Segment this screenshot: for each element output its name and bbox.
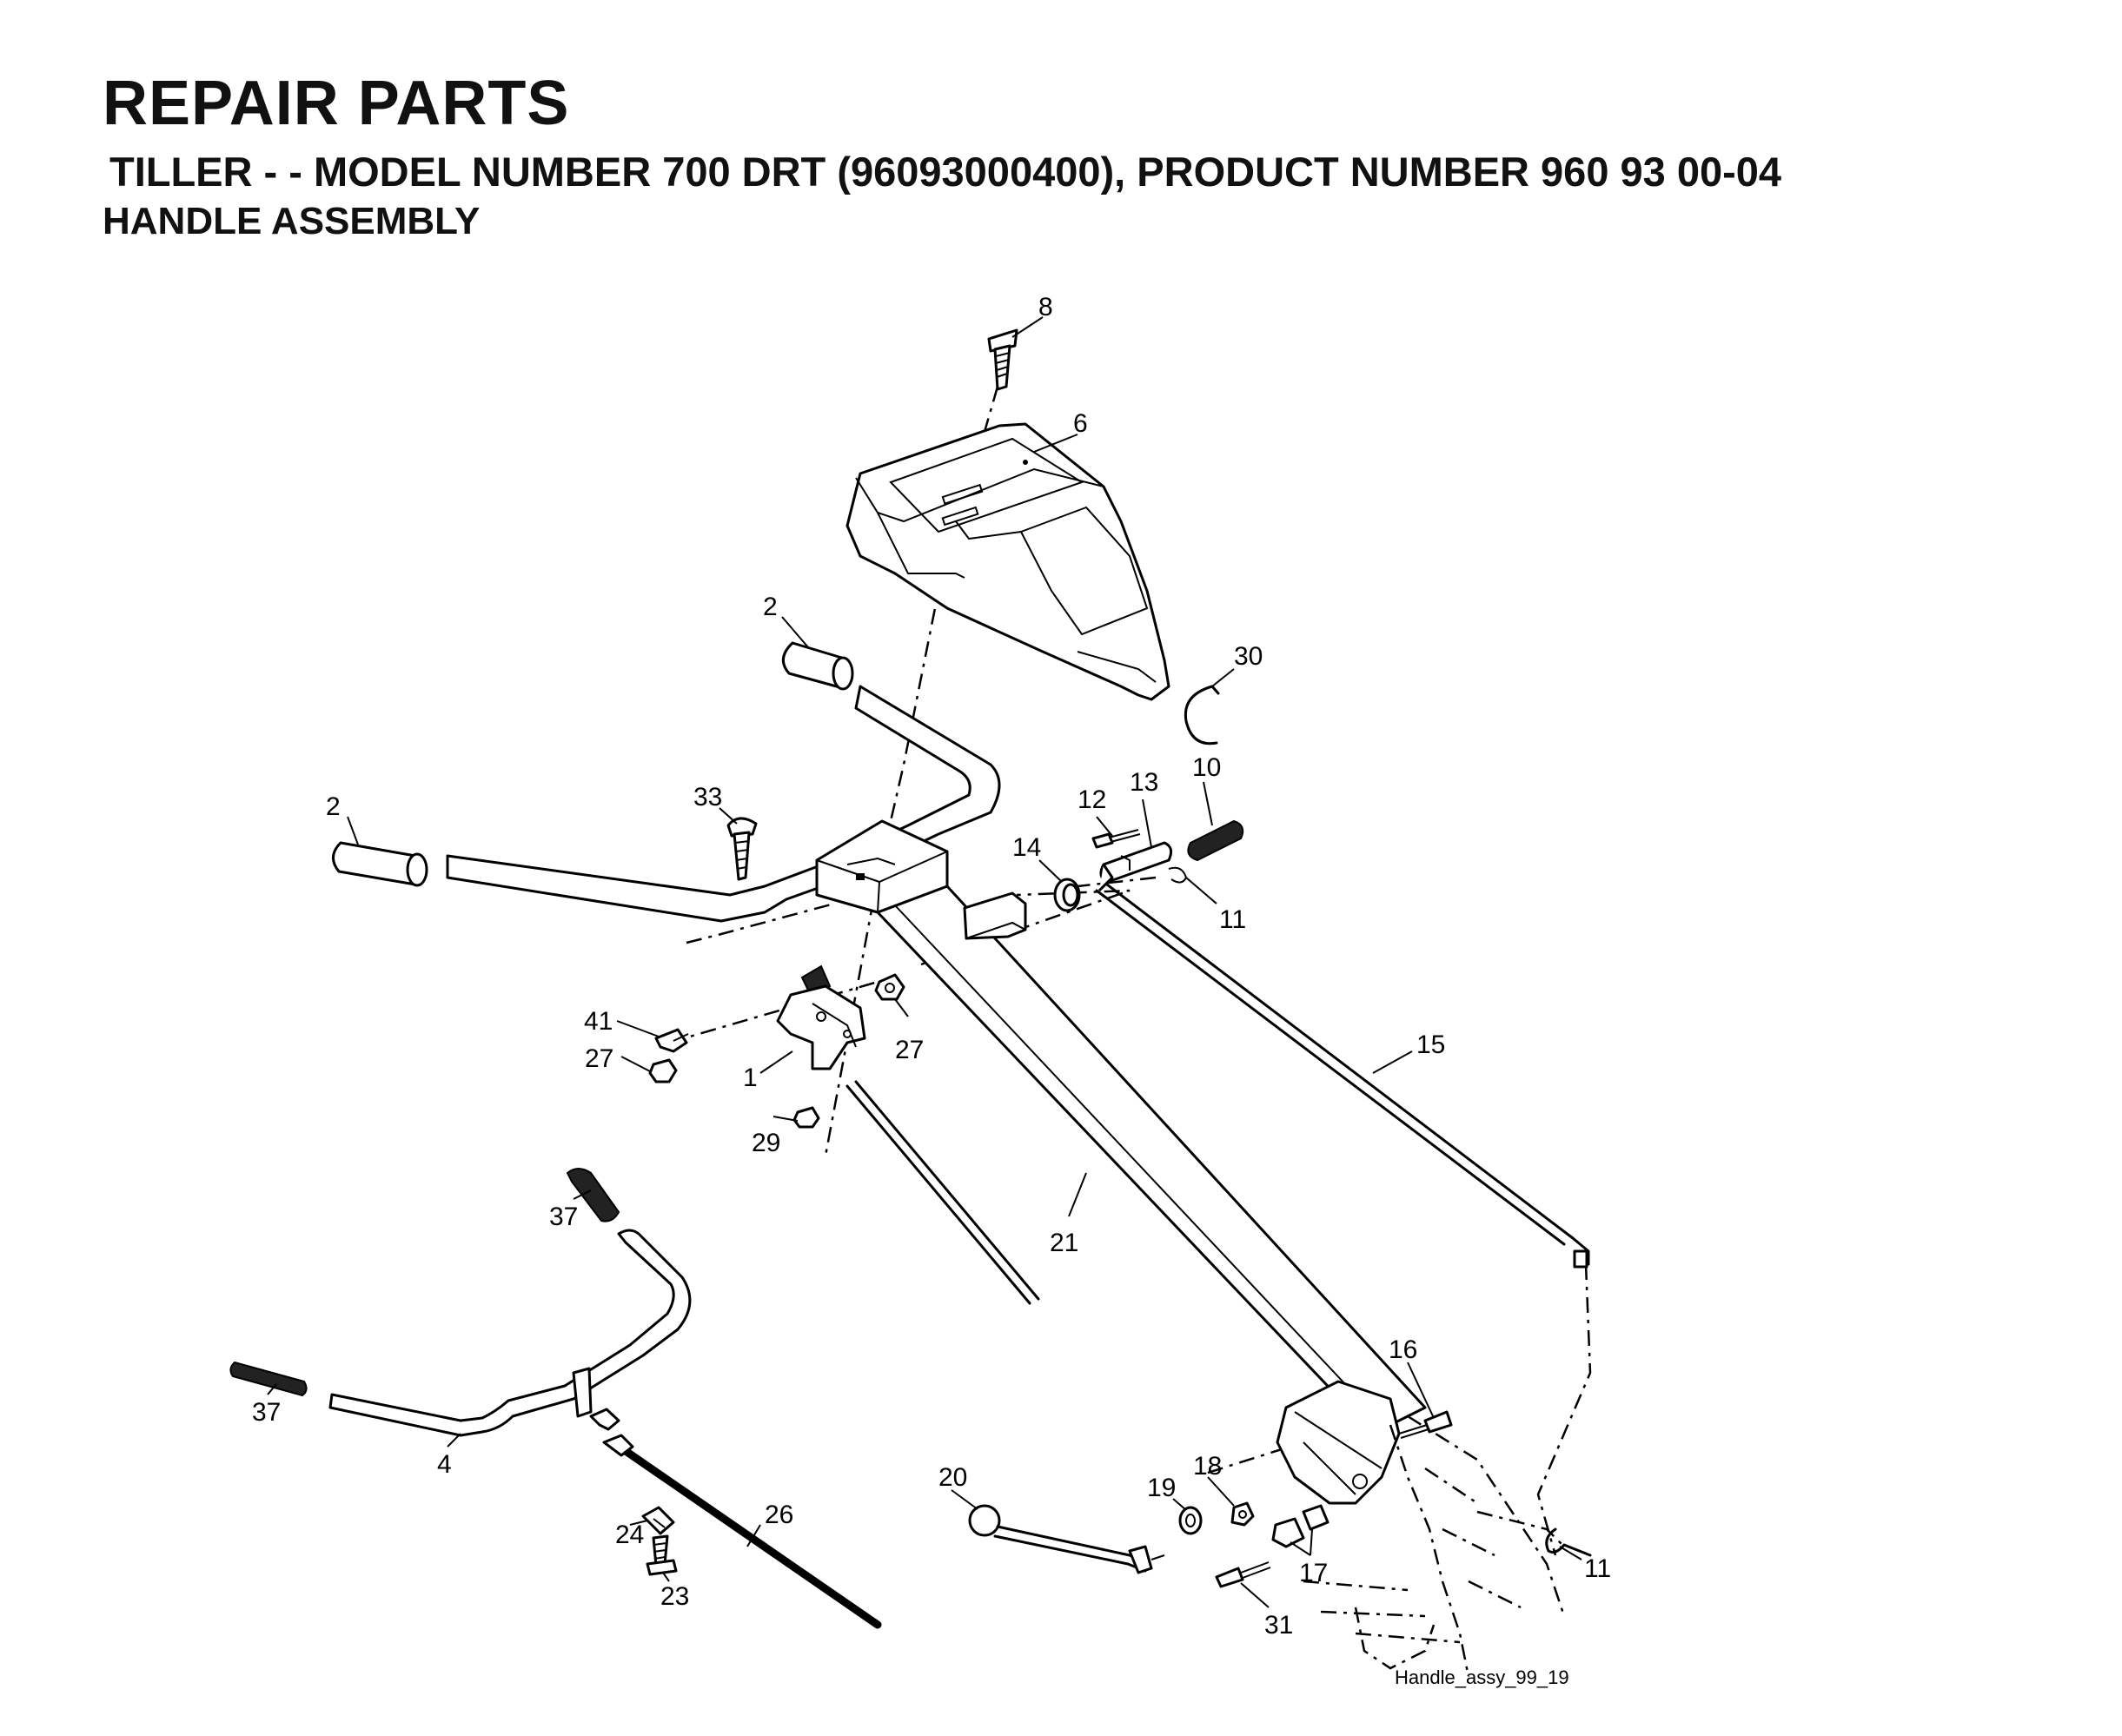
callout-30: 30 (1234, 642, 1263, 671)
control-panel-cover (845, 422, 1170, 701)
ring-clip-30 (1184, 685, 1220, 745)
shift-lever-group (1053, 819, 1244, 912)
callout-27-left: 27 (585, 1044, 613, 1073)
callout-labels: 8 6 2 30 2 33 12 13 10 14 11 41 27 27 1 … (252, 293, 1611, 1640)
carriage-bolt-33 (726, 817, 758, 881)
callout-26: 26 (765, 1501, 793, 1529)
callout-19: 19 (1147, 1474, 1176, 1502)
tiller-frame-outline (1303, 1415, 1566, 1678)
model-subtitle: TILLER - - MODEL NUMBER 700 DRT (9609300… (109, 149, 1782, 195)
callout-10: 10 (1192, 753, 1221, 782)
callout-27-right: 27 (895, 1036, 924, 1064)
leader-lines (267, 316, 1582, 1608)
callout-15: 15 (1416, 1030, 1445, 1059)
callout-2-left: 2 (326, 792, 341, 821)
callout-1: 1 (743, 1063, 758, 1092)
nut-18 (1230, 1501, 1255, 1527)
callout-2-upper: 2 (763, 593, 778, 621)
main-handle-tube-21 (815, 819, 1427, 1505)
selector-lever-20 (968, 1504, 1165, 1574)
bolt-23 (646, 1534, 678, 1576)
callout-11-lower: 11 (1584, 1554, 1611, 1583)
callout-13: 13 (1130, 768, 1158, 797)
control-bracket-1 (776, 964, 1040, 1305)
callout-6: 6 (1073, 409, 1088, 438)
callout-8: 8 (1038, 293, 1053, 321)
callout-37-lower: 37 (252, 1398, 281, 1427)
callout-17: 17 (1299, 1559, 1328, 1587)
callout-29: 29 (752, 1129, 780, 1157)
washer-19 (1178, 1506, 1203, 1535)
page-title: REPAIR PARTS (103, 69, 570, 138)
callout-20: 20 (938, 1463, 967, 1492)
cable-clip-24 (641, 1506, 675, 1535)
callout-4: 4 (437, 1450, 452, 1479)
diagram-caption: Handle_assy_99_19 (1395, 1666, 1569, 1688)
callout-18: 18 (1193, 1452, 1222, 1481)
callout-11-upper: 11 (1219, 905, 1246, 934)
clutch-cable-26 (602, 1434, 882, 1629)
bushing-17 (1271, 1504, 1330, 1548)
callout-24: 24 (615, 1521, 644, 1549)
section-title: HANDLE ASSEMBLY (103, 200, 481, 242)
bolt-31 (1215, 1561, 1271, 1588)
callout-23: 23 (660, 1582, 689, 1611)
callout-16: 16 (1389, 1335, 1417, 1364)
handle-grips-2 (332, 641, 854, 887)
shift-rod-15 (1095, 880, 1590, 1269)
clutch-handle-4 (229, 1168, 692, 1437)
nuts-27-29-41 (648, 973, 905, 1129)
callout-37-upper: 37 (549, 1203, 578, 1231)
callout-31: 31 (1264, 1611, 1293, 1640)
callout-33: 33 (693, 783, 722, 812)
screw-8 (987, 328, 1018, 391)
callout-14: 14 (1012, 833, 1041, 862)
callout-41: 41 (584, 1007, 613, 1036)
callout-21: 21 (1050, 1229, 1078, 1257)
callout-12: 12 (1078, 785, 1106, 814)
